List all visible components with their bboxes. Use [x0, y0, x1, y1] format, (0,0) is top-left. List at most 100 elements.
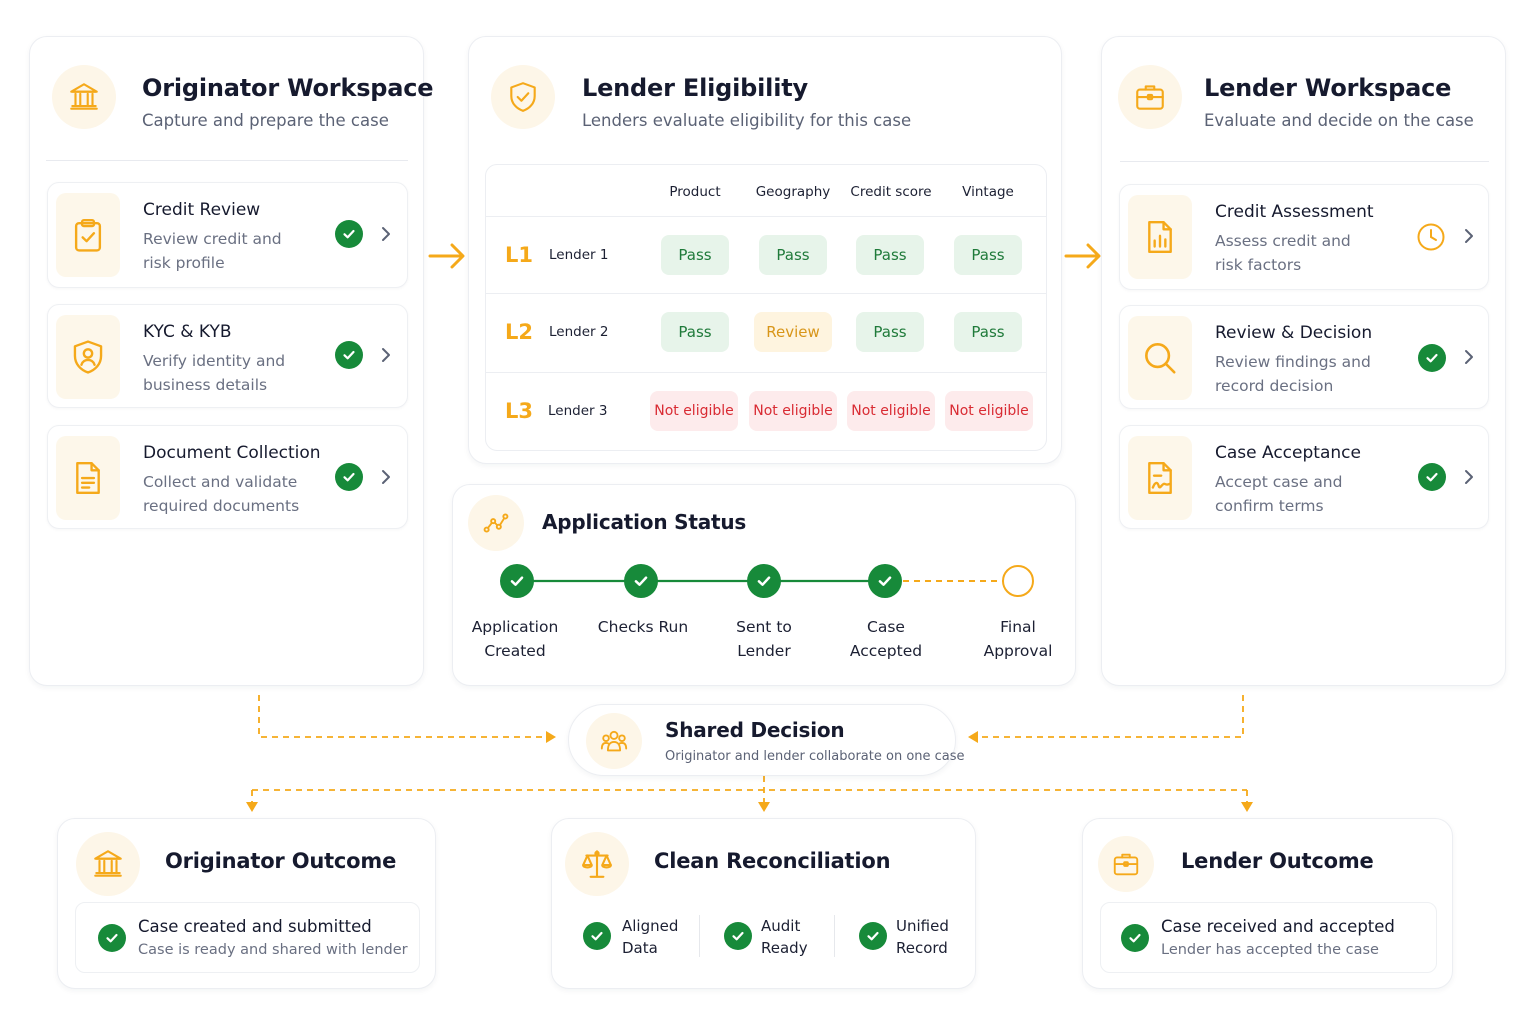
bank-icon	[76, 832, 140, 896]
step-document-collection[interactable]: Document Collection Collect and validate…	[47, 425, 408, 529]
clipboard-check-icon	[56, 193, 120, 277]
step-title: Credit Assessment	[1215, 202, 1374, 222]
check-icon	[1121, 924, 1149, 952]
step-desc: Accept case and confirm terms	[1215, 473, 1343, 515]
signed-document-icon	[1128, 436, 1192, 520]
step-title: Review & Decision	[1215, 323, 1373, 343]
magnifier-icon	[1128, 316, 1192, 400]
lender-name: Lender 2	[549, 324, 609, 340]
stage-complete-check-icon	[868, 564, 902, 598]
lender-workspace-card: Lender Workspace Evaluate and decide on …	[1101, 36, 1506, 686]
shield-check-icon	[491, 65, 555, 129]
step-review-decision[interactable]: Review & Decision Review findings and re…	[1119, 305, 1489, 409]
status-progress-line	[518, 579, 1005, 583]
check-icon	[583, 922, 611, 950]
scales-icon	[565, 832, 629, 896]
originator-outcome-item: Case created and submitted Case is ready…	[75, 902, 420, 973]
people-icon	[586, 713, 642, 769]
chevron-right-icon[interactable]	[379, 467, 393, 487]
pass-badge: Pass	[661, 312, 729, 352]
chevron-right-icon[interactable]	[1462, 226, 1476, 246]
check-icon	[98, 924, 126, 952]
pass-badge: Pass	[759, 235, 827, 275]
report-chart-icon	[1128, 195, 1192, 279]
briefcase-icon	[1098, 836, 1154, 892]
originator-outcome-card: Originator Outcome Case created and subm…	[57, 818, 436, 989]
document-icon	[56, 436, 120, 520]
pass-badge: Pass	[661, 235, 729, 275]
eligibility-title: Lender Eligibility	[582, 74, 808, 102]
clean-reconciliation-card: Clean Reconciliation Aligned Data Audit …	[551, 818, 976, 989]
divider	[46, 160, 408, 161]
status-title: Application Status	[542, 510, 747, 534]
check-icon	[859, 922, 887, 950]
chevron-right-icon[interactable]	[1462, 347, 1476, 367]
reconciliation-item: Unified Record	[896, 917, 949, 957]
stage-label: Application Created	[471, 618, 559, 660]
pass-badge: Pass	[856, 235, 924, 275]
shield-user-icon	[56, 315, 120, 399]
check-icon	[724, 922, 752, 950]
not-eligible-badge: Not eligible	[650, 391, 738, 431]
step-title: KYC & KYB	[143, 322, 232, 342]
lender-name: Lender 3	[548, 403, 608, 419]
stage-complete-check-icon	[624, 564, 658, 598]
lender-outcome-title: Lender Outcome	[1181, 849, 1374, 873]
originator-title: Originator Workspace	[142, 74, 434, 102]
column-header: Vintage	[962, 184, 1014, 200]
lender-outcome-item: Case received and accepted Lender has ac…	[1100, 902, 1437, 973]
step-title: Case Acceptance	[1215, 443, 1361, 463]
check-icon	[1418, 463, 1446, 491]
row-divider	[486, 293, 1046, 294]
application-status-card: Application Status Application Created C…	[452, 484, 1076, 686]
stage-complete-check-icon	[747, 564, 781, 598]
step-kyc-kyb[interactable]: KYC & KYB Verify identity and business d…	[47, 304, 408, 408]
eligibility-table: Product Geography Credit score Vintage L…	[485, 164, 1047, 451]
originator-subtitle: Capture and prepare the case	[142, 111, 389, 130]
stage-label: Checks Run	[597, 618, 689, 636]
eligibility-subtitle: Lenders evaluate eligibility for this ca…	[582, 111, 912, 130]
stage-label: Final Approval	[983, 618, 1053, 660]
check-icon	[335, 220, 363, 248]
column-header: Product	[669, 184, 721, 200]
step-credit-review[interactable]: Credit Review Review credit and risk pro…	[47, 182, 408, 288]
lender-key: L3	[505, 399, 533, 423]
originator-outcome-title: Originator Outcome	[165, 849, 397, 873]
chevron-right-icon[interactable]	[379, 224, 393, 244]
pass-badge: Pass	[856, 312, 924, 352]
bank-icon	[52, 65, 116, 129]
separator	[699, 915, 700, 957]
stage-complete-check-icon	[500, 564, 534, 598]
column-header: Credit score	[850, 184, 932, 200]
lender-eligibility-card: Lender Eligibility Lenders evaluate elig…	[468, 36, 1062, 464]
lender-key: L1	[505, 243, 533, 267]
step-title: Credit Review	[143, 200, 261, 220]
chevron-right-icon[interactable]	[1462, 467, 1476, 487]
chevron-right-icon[interactable]	[379, 345, 393, 365]
pass-badge: Pass	[954, 235, 1022, 275]
lender-name: Lender 1	[549, 247, 609, 263]
step-credit-assessment[interactable]: Credit Assessment Assess credit and risk…	[1119, 184, 1489, 290]
lender-workspace-subtitle: Evaluate and decide on the case	[1204, 111, 1474, 130]
lender-outcome-card: Lender Outcome Case received and accepte…	[1082, 818, 1453, 989]
originator-workspace-card: Originator Workspace Capture and prepare…	[29, 36, 434, 686]
not-eligible-badge: Not eligible	[945, 391, 1033, 431]
trend-icon	[468, 495, 524, 551]
briefcase-icon	[1118, 65, 1182, 129]
row-divider	[486, 216, 1046, 217]
shared-subtitle: Originator and lender collaborate on one…	[665, 749, 965, 764]
shared-decision-card: Shared Decision Originator and lender co…	[568, 704, 965, 776]
check-icon	[1418, 344, 1446, 372]
step-desc: Collect and validate required documents	[143, 473, 300, 515]
row-divider	[486, 372, 1046, 373]
reconciliation-item: Aligned Data	[622, 917, 679, 957]
step-case-acceptance[interactable]: Case Acceptance Accept case and confirm …	[1119, 425, 1489, 529]
outcome-item-desc: Lender has accepted the case	[1161, 942, 1379, 958]
step-desc: Review credit and risk profile	[143, 230, 282, 272]
column-header: Geography	[755, 184, 831, 200]
stage-label: Case Accepted	[849, 618, 923, 660]
lender-workspace-title: Lender Workspace	[1204, 74, 1452, 102]
step-title: Document Collection	[143, 443, 321, 463]
check-icon	[335, 341, 363, 369]
clock-icon	[1417, 223, 1445, 251]
